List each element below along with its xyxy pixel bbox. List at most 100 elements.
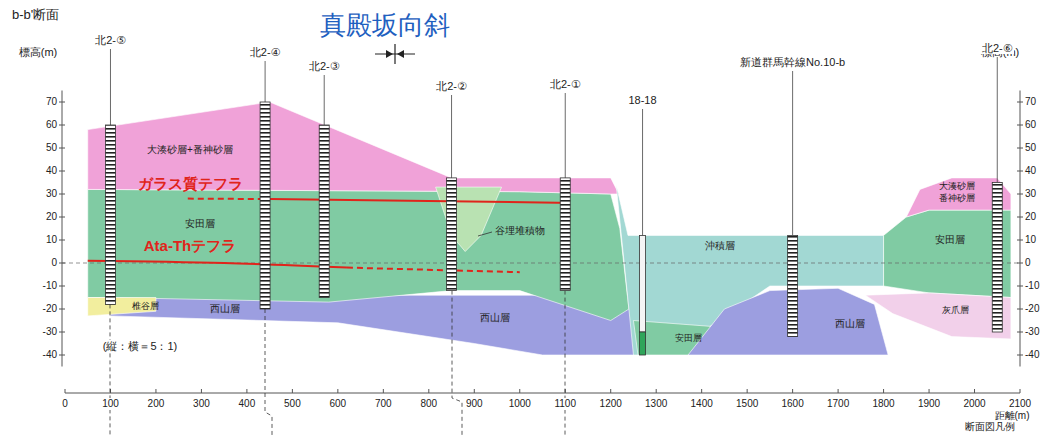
borehole-label: 北2-⑤ (94, 34, 127, 47)
legend-title: 断面図凡例 (964, 421, 1016, 433)
layer-label: 安田層 (675, 333, 702, 343)
tick-mark (292, 389, 293, 393)
projection-line (265, 309, 272, 435)
tick-label: 1100 (553, 398, 577, 410)
tick-mark (59, 148, 65, 149)
leader-line (324, 75, 325, 125)
axis-title: 標高(m) (19, 46, 58, 59)
tick-label: 900 (465, 398, 484, 410)
leader-line (451, 95, 452, 178)
leader-line (642, 109, 643, 235)
tick-label: 100 (101, 398, 120, 410)
tick-mark (883, 389, 884, 393)
borehole-column (447, 178, 457, 291)
upper-sand-layer (88, 102, 619, 194)
projection-line (452, 291, 462, 435)
tick-mark (1017, 217, 1023, 218)
tick-label: 1500 (735, 398, 759, 410)
tick-label: 1400 (690, 398, 714, 410)
tick-label: 60 (46, 119, 57, 131)
borehole-label: 新道群馬幹線No.10-b (739, 56, 846, 69)
tick-mark (1017, 102, 1023, 103)
layer-label: 谷埋堆積物 (495, 225, 545, 237)
yasuda-layer (884, 210, 1011, 297)
borehole-column (992, 183, 1002, 333)
tick-label: 70 (46, 96, 57, 108)
tick-label: 10 (1025, 234, 1036, 246)
tick-mark (747, 389, 748, 393)
tick-mark (59, 309, 65, 310)
tick-label: -20 (43, 303, 57, 315)
tick-label: 20 (46, 211, 57, 223)
tick-label: -10 (1025, 280, 1039, 292)
tick-mark (246, 389, 247, 393)
tick-label: 60 (1025, 119, 1036, 131)
borehole-label: 北2-② (435, 80, 468, 93)
tick-mark (974, 389, 975, 393)
tick-label: 200 (147, 398, 166, 410)
tick-mark (59, 102, 65, 103)
valley-fill (436, 187, 502, 251)
tick-mark (1020, 389, 1021, 393)
tick-mark (201, 389, 202, 393)
tick-mark (59, 355, 65, 356)
tick-label: 10 (46, 234, 57, 246)
tick-label: -20 (1025, 303, 1039, 315)
borehole-column (260, 102, 270, 309)
tick-mark (474, 389, 475, 393)
leader-line (792, 71, 793, 235)
leader-line (997, 57, 998, 183)
tick-label: 1900 (917, 398, 941, 410)
tick-label: 1600 (780, 398, 804, 410)
borehole-label: 18-18 (627, 94, 657, 107)
tick-label: 40 (1025, 165, 1036, 177)
tick-label: 1000 (508, 398, 532, 410)
borehole-column (640, 235, 646, 332)
tick-mark (1017, 286, 1023, 287)
tick-mark (1017, 332, 1023, 333)
tick-mark (155, 389, 156, 393)
axis-title: 距離(m) (994, 410, 1031, 422)
tick-label: 1800 (871, 398, 895, 410)
borehole-label: 北2-⑥ (981, 42, 1014, 55)
layer-label: 椎谷層 (132, 301, 159, 311)
axis-line (1020, 91, 1021, 367)
layer-label: 灰爪層 (942, 305, 969, 315)
leader-line (110, 49, 111, 125)
borehole-column (319, 125, 329, 298)
layer-label: 沖積層 (705, 240, 735, 252)
tick-label: 0 (61, 398, 69, 410)
tephra-label: ガラス質テフラ (138, 175, 243, 192)
syncline-symbol (375, 44, 415, 64)
yasuda-layer (88, 189, 629, 320)
tick-mark (656, 389, 657, 393)
tephra-line (188, 198, 270, 200)
tick-mark (792, 389, 793, 393)
tick-mark (59, 240, 65, 241)
tick-mark (59, 332, 65, 333)
tick-label: 2100 (1008, 398, 1032, 410)
tick-label: 400 (238, 398, 257, 410)
projection-line (110, 304, 111, 435)
tick-mark (701, 389, 702, 393)
tick-mark (1017, 355, 1023, 356)
tick-mark (1017, 309, 1023, 310)
tick-label: 50 (1025, 142, 1036, 154)
tick-mark (519, 389, 520, 393)
tick-label: 500 (283, 398, 302, 410)
tick-mark (610, 389, 611, 393)
layer-label: 安田層 (185, 218, 215, 230)
tephra-label: Ata-Thテフラ (144, 237, 237, 254)
tick-label: 30 (46, 188, 57, 200)
tick-mark (1017, 125, 1023, 126)
tick-mark (65, 389, 66, 393)
tick-label: 20 (1025, 211, 1036, 223)
haizume-layer (865, 293, 1011, 339)
axes (59, 91, 1023, 394)
tick-label: 30 (1025, 188, 1036, 200)
tick-mark (838, 389, 839, 393)
layer-label: 西山層 (480, 312, 510, 324)
tick-mark (59, 194, 65, 195)
borehole-label: 北2-① (549, 78, 582, 91)
